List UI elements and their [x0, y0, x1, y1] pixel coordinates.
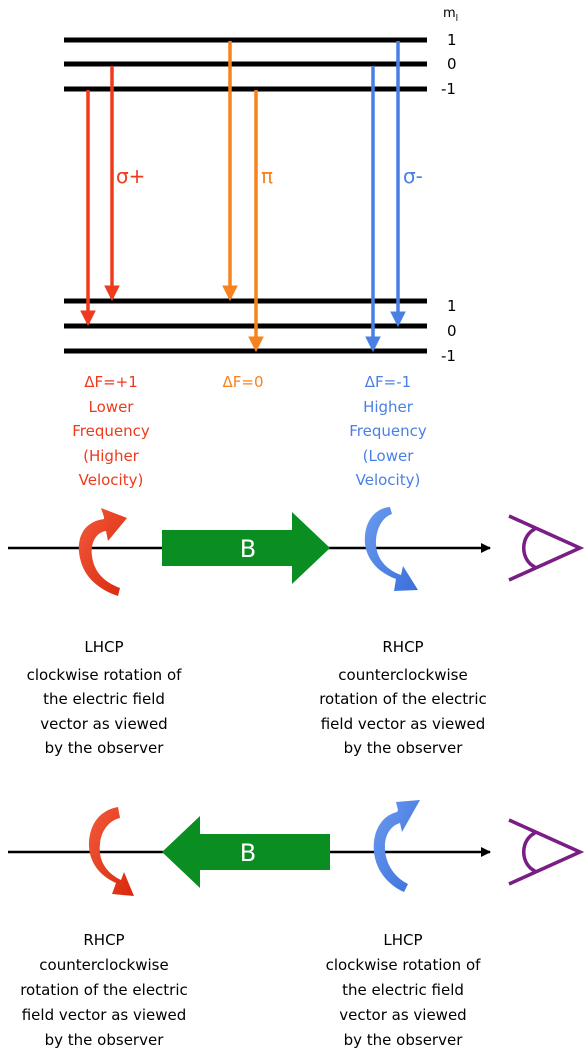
caption-line: field vector as viewed: [321, 715, 486, 733]
observer-eye-icon: [508, 514, 585, 582]
caption-line: field vector as viewed: [22, 1006, 187, 1024]
caption-line: LHCP: [383, 931, 422, 949]
delta-left-line: Lower: [89, 398, 135, 416]
delta-right-line: (Lower: [363, 447, 415, 465]
b-field-arrow-reverse: [162, 816, 330, 888]
caption-line: clockwise rotation of: [326, 956, 482, 974]
delta-right-caption: ΔF=-1 Higher Frequency (Lower Velocity): [349, 373, 427, 489]
lower-ml-1: 1: [447, 297, 457, 315]
observer-pupil-icon: [522, 831, 536, 873]
panel1-left-caption: LHCP clockwise rotation of the electric …: [27, 638, 183, 757]
caption-line: clockwise rotation of: [27, 666, 183, 684]
delta-right-line: Velocity): [356, 471, 421, 489]
caption-line: by the observer: [344, 739, 464, 757]
delta-right-line: ΔF=-1: [365, 373, 411, 391]
caption-line: by the observer: [344, 1031, 464, 1049]
delta-middle-label: ΔF=0: [222, 373, 263, 391]
delta-right-line: Higher: [363, 398, 414, 416]
blue-curved-arrow-icon: [373, 800, 420, 892]
lower-ml-minus1: -1: [441, 347, 456, 365]
observer-pupil-icon: [522, 527, 536, 569]
panel-b-reverse: B: [8, 800, 585, 896]
delta-left-line: (Higher: [83, 447, 140, 465]
observer-eye-icon: [508, 818, 585, 886]
delta-right-line: Frequency: [349, 422, 427, 440]
upper-ml-minus1: -1: [441, 80, 456, 98]
red-curved-arrow-icon: [78, 508, 127, 596]
caption-line: counterclockwise: [338, 666, 467, 684]
caption-line: by the observer: [45, 739, 165, 757]
panel1-right-caption: RHCP counterclockwise rotation of the el…: [319, 638, 487, 757]
delta-left-caption: ΔF=+1 Lower Frequency (Higher Velocity): [72, 373, 150, 489]
panel2-right-caption: LHCP clockwise rotation of the electric …: [326, 931, 482, 1049]
delta-left-line: ΔF=+1: [84, 373, 138, 391]
ml-header: ml: [443, 6, 458, 24]
caption-line: rotation of the electric: [319, 690, 487, 708]
caption-line: the electric field: [342, 981, 464, 999]
panel2-left-caption: RHCP counterclockwise rotation of the el…: [20, 931, 188, 1049]
caption-line: by the observer: [45, 1031, 165, 1049]
upper-ml-1: 1: [447, 31, 457, 49]
pi-label: π: [261, 164, 273, 188]
sigma-plus-label: σ+: [116, 164, 145, 188]
blue-curved-arrow-icon: [364, 507, 418, 591]
b-field-arrow-forward: [162, 512, 330, 584]
energy-level-diagram: ml 1 0 -1 1 0 -1 σ+ π σ-: [64, 6, 458, 365]
upper-ml-0: 0: [447, 55, 457, 73]
b-field-label: B: [240, 535, 256, 563]
delta-left-line: Frequency: [72, 422, 150, 440]
sigma-minus-label: σ-: [403, 164, 423, 188]
delta-left-line: Velocity): [79, 471, 144, 489]
caption-line: LHCP: [84, 638, 123, 656]
red-curved-arrow-icon: [88, 807, 134, 896]
caption-line: rotation of the electric: [20, 981, 188, 999]
b-field-label: B: [240, 839, 256, 867]
caption-line: the electric field: [43, 690, 165, 708]
caption-line: RHCP: [83, 931, 124, 949]
caption-line: counterclockwise: [39, 956, 168, 974]
panel-b-forward: B: [8, 507, 585, 596]
caption-line: vector as viewed: [339, 1006, 466, 1024]
caption-line: RHCP: [382, 638, 423, 656]
lower-ml-0: 0: [447, 322, 457, 340]
caption-line: vector as viewed: [40, 715, 167, 733]
